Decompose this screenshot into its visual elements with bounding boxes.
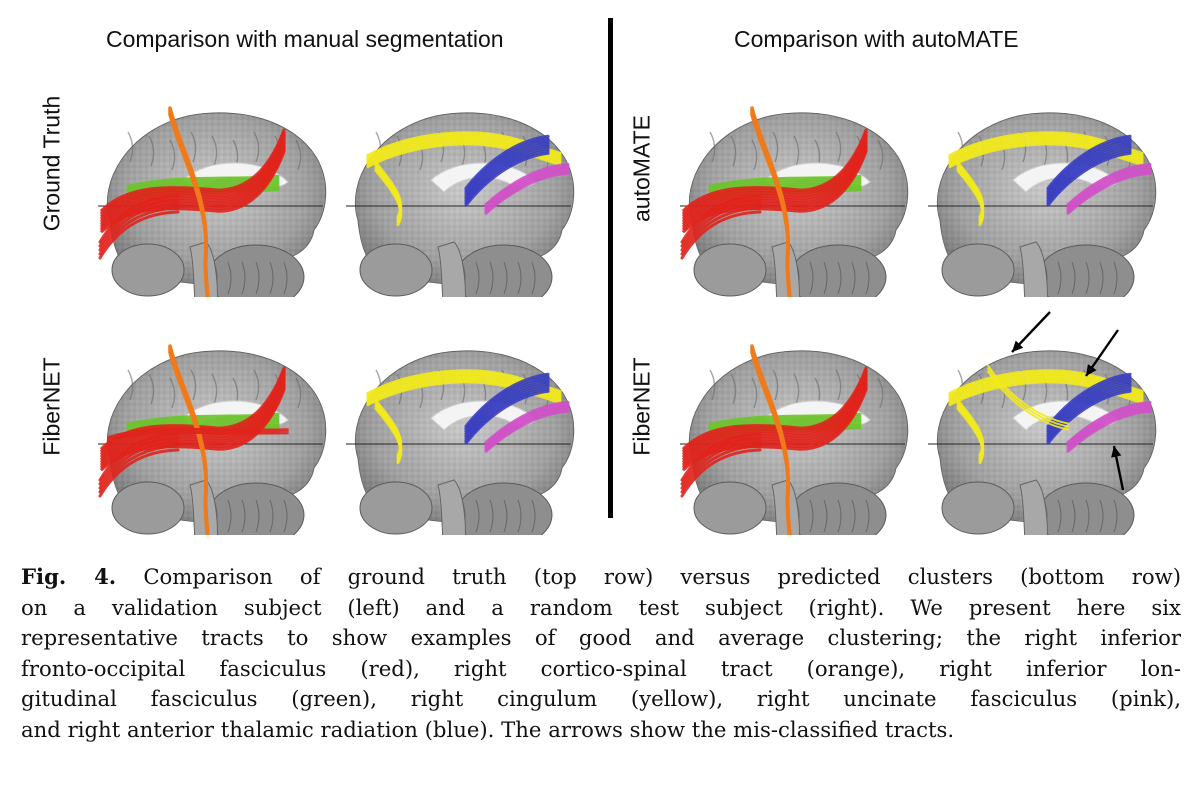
brain-slice-svg	[680, 106, 909, 297]
tract-yellow-branch	[374, 399, 403, 464]
brain-slice-svg	[98, 344, 327, 535]
tract-yellow-branch	[956, 161, 985, 226]
brain-image-gt-left	[88, 72, 333, 297]
tract-red-noise	[107, 427, 289, 443]
tract-red-fan	[98, 432, 180, 498]
brain-slice-svg	[928, 112, 1157, 297]
caption-line: on a validation subject (left) and a ran…	[21, 594, 1181, 620]
tract-red-fan	[98, 194, 180, 260]
tract-yellow	[948, 131, 1144, 169]
row-label-ground-truth: Ground Truth	[38, 95, 65, 232]
tract-blue	[464, 372, 550, 445]
tract-red-fan	[680, 432, 762, 498]
brainstem	[189, 479, 218, 535]
tract-blue	[464, 134, 550, 207]
tract-pink	[1066, 401, 1152, 453]
tract-pink	[1066, 163, 1152, 215]
caption-line: and right anterior thalamic radiation (b…	[21, 716, 955, 742]
brain-slice-svg	[928, 311, 1157, 535]
brainstem	[771, 479, 800, 535]
arrow-icon	[1111, 445, 1125, 491]
tract-yellow-branch	[374, 161, 403, 226]
left-panel-title: Comparison with manual segmentation	[106, 26, 504, 52]
tract-orange	[168, 344, 210, 535]
brainstem	[437, 479, 466, 535]
figure-caption: Fig. 4. Comparison of ground truth (top …	[21, 562, 1181, 745]
tract-blue	[1046, 134, 1132, 207]
brainstem	[1019, 479, 1048, 535]
brain-image-fibernet-right-b	[918, 310, 1163, 535]
brain-slice-svg	[98, 106, 327, 297]
row-label-fibernet-left: FiberNET	[38, 357, 65, 456]
arrow-icon	[1011, 311, 1051, 353]
brain-image-fibernet-right-a	[670, 310, 915, 535]
brain-slice-svg	[346, 112, 575, 297]
tract-yellow-branch	[956, 399, 985, 464]
brain-image-gt-right	[336, 72, 581, 297]
brainstem	[437, 241, 466, 297]
caption-line: fronto-occipital fasciculus (red), right…	[21, 655, 1181, 681]
caption-line: Comparison of ground truth (top row) ver…	[116, 564, 1181, 589]
tract-pink	[484, 401, 570, 453]
brain-image-automate-b	[918, 72, 1163, 297]
panel-divider	[608, 18, 613, 518]
brainstem	[189, 241, 218, 297]
figure-label: Fig. 4.	[21, 564, 117, 589]
figure-4: Comparison with manual segmentation Comp…	[38, 18, 1163, 535]
brainstem	[771, 241, 800, 297]
brain-slice-svg	[346, 350, 575, 535]
caption-line: gitudinal fasciculus (green), right cing…	[21, 686, 1181, 711]
tract-blue	[1046, 372, 1132, 445]
brain-image-fibernet-left-a	[88, 310, 333, 535]
tract-orange	[750, 344, 792, 535]
arrow-icon	[1085, 329, 1119, 377]
row-label-automate: autoMATE	[628, 115, 655, 222]
tract-red-fan	[680, 194, 762, 260]
right-panel-title: Comparison with autoMATE	[734, 26, 1019, 52]
brain-slice-svg	[680, 344, 909, 535]
tract-orange	[750, 106, 792, 297]
brain-image-fibernet-left-b	[336, 310, 581, 535]
caption-line: representative tracts to show examples o…	[21, 625, 1181, 650]
brain-image-automate-a	[670, 72, 915, 297]
row-label-fibernet-right: FiberNET	[628, 357, 655, 456]
tract-orange	[168, 106, 210, 297]
brainstem	[1019, 241, 1048, 297]
tract-pink	[484, 163, 570, 215]
tract-yellow-noise	[987, 364, 1069, 431]
